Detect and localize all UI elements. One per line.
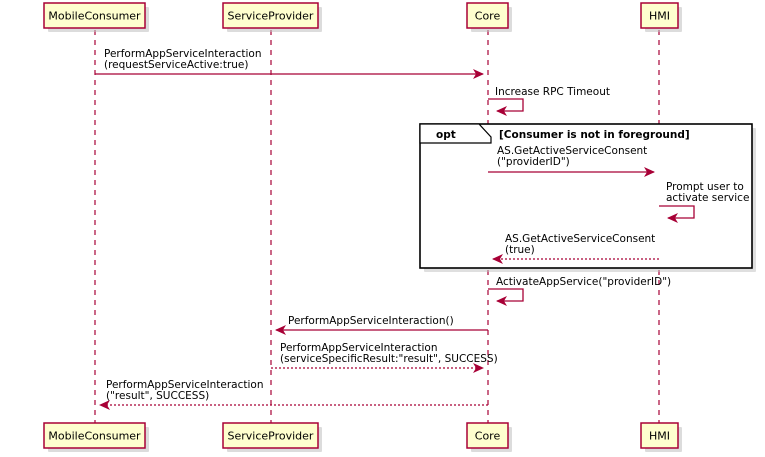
message-self-arrow xyxy=(488,288,524,306)
message-perform-app-service-interaction-final-result: PerformAppServiceInteraction ("result", … xyxy=(99,379,488,410)
message-get-active-service-consent-response: AS.GetActiveServiceConsent (true) xyxy=(492,233,659,264)
message-label-line-1: ActivateAppService("providerID") xyxy=(496,276,671,288)
message-prompt-user-to-activate-service: Prompt user to activate service xyxy=(659,181,749,223)
message-label-line-1: Increase RPC Timeout xyxy=(495,86,610,98)
participant-label: HMI xyxy=(649,10,670,23)
message-label-line-1: Prompt user to xyxy=(666,181,744,193)
message-self-arrow xyxy=(659,205,695,223)
opt-fragment-guard: [Consumer is not in foreground] xyxy=(499,129,690,141)
participant-core-top[interactable]: Core xyxy=(466,2,512,32)
message-label-line-1: PerformAppServiceInteraction xyxy=(104,48,262,60)
message-activate-app-service: ActivateAppService("providerID") xyxy=(488,276,671,306)
message-label-line-1: AS.GetActiveServiceConsent xyxy=(497,145,647,157)
message-label-line-2: (true) xyxy=(505,244,535,256)
participant-hmi-bottom[interactable]: HMI xyxy=(640,422,682,452)
participant-serviceprovider-bottom[interactable]: ServiceProvider xyxy=(222,422,322,452)
opt-fragment-operator: opt xyxy=(436,129,456,141)
message-label-line-1: PerformAppServiceInteraction xyxy=(106,379,264,391)
participants-bottom: MobileConsumer ServiceProvider Core HMI xyxy=(43,422,682,452)
message-self-arrow xyxy=(488,98,524,116)
message-perform-app-service-interaction-call: PerformAppServiceInteraction() xyxy=(275,315,488,335)
participant-label: HMI xyxy=(649,430,670,443)
participant-serviceprovider-top[interactable]: ServiceProvider xyxy=(222,2,322,32)
message-perform-app-service-interaction-result: PerformAppServiceInteraction (serviceSpe… xyxy=(271,342,498,373)
participant-label: ServiceProvider xyxy=(228,10,314,23)
message-label-line-2: ("result", SUCCESS) xyxy=(106,390,209,402)
participant-label: Core xyxy=(475,430,501,443)
message-label-line-2: (requestServiceActive:true) xyxy=(104,59,248,71)
message-perform-app-service-interaction-request: PerformAppServiceInteraction (requestSer… xyxy=(95,48,484,79)
message-get-active-service-consent-request: AS.GetActiveServiceConsent ("providerID"… xyxy=(488,145,655,177)
message-label-line-1: PerformAppServiceInteraction() xyxy=(288,315,454,327)
message-label-line-2: ("providerID") xyxy=(497,156,570,168)
participant-label: MobileConsumer xyxy=(48,10,141,23)
participant-label: MobileConsumer xyxy=(48,430,141,443)
participant-hmi-top[interactable]: HMI xyxy=(640,2,682,32)
opt-fragment: opt [Consumer is not in foreground] xyxy=(419,123,756,272)
participant-mobileconsumer-bottom[interactable]: MobileConsumer xyxy=(43,422,149,452)
participants-top: MobileConsumer ServiceProvider Core HMI xyxy=(43,2,682,32)
message-label-line-2: (serviceSpecificResult:"result", SUCCESS… xyxy=(280,353,498,365)
message-label-line-2: activate service xyxy=(666,192,749,204)
participant-mobileconsumer-top[interactable]: MobileConsumer xyxy=(43,2,149,32)
message-label-line-1: AS.GetActiveServiceConsent xyxy=(505,233,655,245)
participant-label: Core xyxy=(475,10,501,23)
message-increase-rpc-timeout: Increase RPC Timeout xyxy=(488,86,610,116)
participant-label: ServiceProvider xyxy=(228,430,314,443)
message-label-line-1: PerformAppServiceInteraction xyxy=(280,342,438,354)
participant-core-bottom[interactable]: Core xyxy=(466,422,512,452)
